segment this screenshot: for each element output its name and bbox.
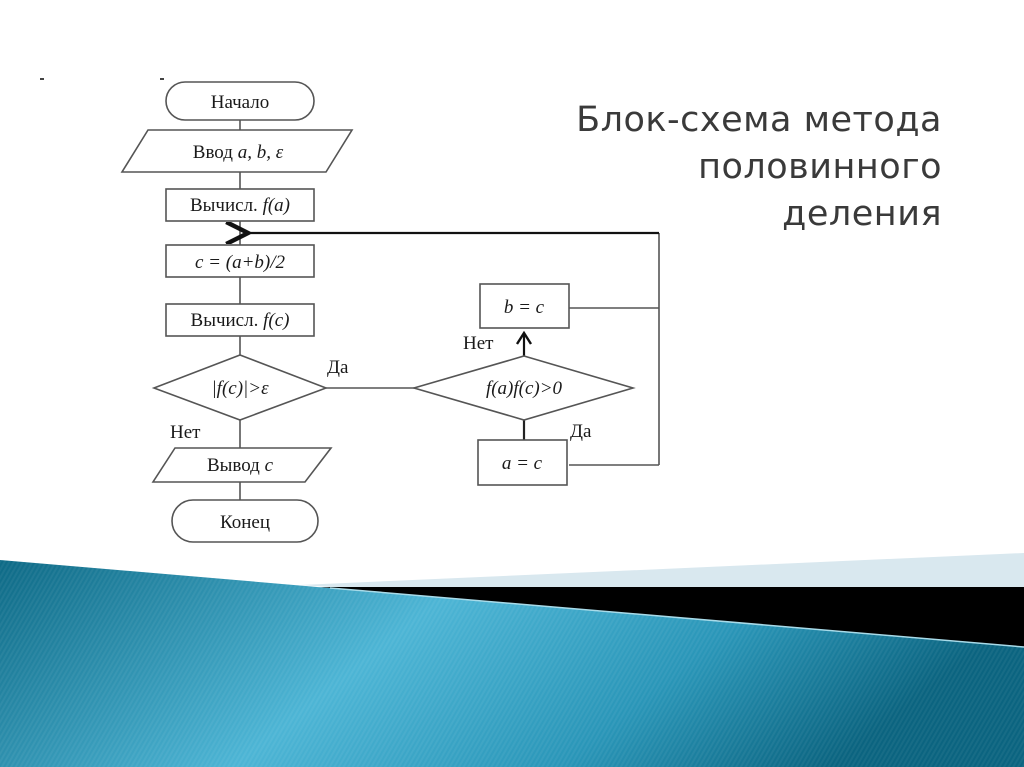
output-parallelogram [151,447,333,483]
stray-mark [40,78,44,80]
decision1-yes-label: Да [327,357,349,378]
decision1-label: |f(c)|>ε [211,378,269,399]
end-terminator [171,499,319,543]
decision2-label: f(a)f(c)>0 [486,378,563,399]
input-parallelogram [120,129,354,173]
calc-fc-box [165,303,315,337]
output-label: Вывод c [207,455,274,476]
midpoint-label: c = (a+b)/2 [195,252,286,273]
assign-a-label: a = c [502,453,543,474]
calc-fa-box [165,188,315,222]
stray-mark [160,78,164,80]
input-label: Ввод a, b, ε [193,142,284,163]
title-line-1: Блок-схема метода [576,100,942,140]
calc-fa-label: Вычисл. f(a) [190,195,290,216]
decision1-no-label: Нет [170,422,201,443]
end-label: Конец [220,512,270,533]
decision-abs-fc [151,354,329,421]
title-line-3: деления [782,194,942,234]
slide-title: Блок-схема метода половинного деления [522,97,942,238]
start-terminator [165,81,315,121]
decision-sign [411,355,636,421]
blue-band-texture [0,560,1024,767]
assign-a-box [477,439,568,486]
start-label: Начало [211,92,270,113]
band-highlight [329,587,1024,648]
assign-b-box [479,283,570,329]
decision2-no-label: Нет [463,333,494,354]
assign-b-label: b = c [504,297,545,318]
decision2-yes-label: Да [570,421,592,442]
pale-wedge [300,553,1024,587]
midpoint-box [165,244,315,278]
calc-fc-label: Вычисл. f(c) [191,310,290,331]
arrow-up-icon [515,330,533,345]
title-line-2: половинного [698,147,942,187]
